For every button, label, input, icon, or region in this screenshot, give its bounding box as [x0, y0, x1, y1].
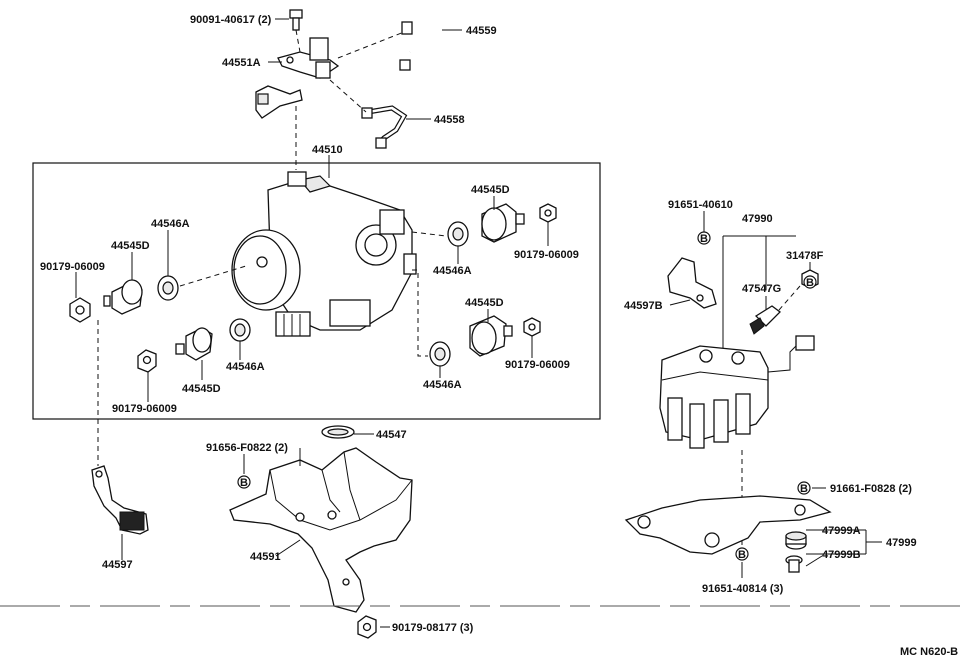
callout-44546a-left: 44546A — [151, 218, 190, 230]
callout-44545d-right-bottom: 44545D — [465, 297, 504, 309]
callout-44558: 44558 — [434, 114, 465, 126]
callout-44545d-lower: 44545D — [182, 383, 221, 395]
bracket-44597b-part — [667, 257, 717, 309]
actuator-44510-part — [231, 171, 417, 337]
valve-44545d-right-top-part — [481, 203, 525, 243]
callout-labels: 90091-40617 (2) 44559 44551A 44558 44510… — [40, 14, 917, 634]
marker-b-2: B — [237, 475, 251, 489]
callout-47990: 47990 — [742, 213, 773, 225]
valve-44545d-right-bottom-part — [469, 315, 513, 357]
callout-44510: 44510 — [312, 144, 343, 156]
callout-91661-f0828: 91661-F0828 (2) — [830, 483, 912, 495]
callout-91651-40814: 91651-40814 (3) — [702, 583, 784, 595]
bracket-44551a-part — [255, 37, 340, 119]
bracket-plate-part — [624, 495, 832, 555]
callout-44597: 44597 — [102, 559, 133, 571]
bolt-part — [289, 9, 303, 31]
marker-b-2-text: B — [240, 477, 248, 489]
nut-90179-08177-part — [357, 615, 377, 639]
marker-b-5-text: B — [806, 277, 814, 289]
callout-44546a-right-top: 44546A — [433, 265, 472, 277]
valve-assembly-47990-part — [659, 335, 815, 449]
callout-91651-40610: 91651-40610 — [668, 199, 733, 211]
pipe-44559-part — [399, 21, 442, 72]
insulator-47999a-part — [785, 531, 807, 550]
callout-44597b: 44597B — [624, 300, 663, 312]
callout-91656-f0822: 91656-F0822 (2) — [206, 442, 288, 454]
callout-47999: 47999 — [886, 537, 917, 549]
nut-90179-right-bottom-part — [523, 317, 541, 337]
callout-44547: 44547 — [376, 429, 407, 441]
collar-47999b-part — [785, 555, 803, 573]
diagram-code: MC N620-B — [900, 646, 958, 658]
callout-90179-08177: 90179-08177 (3) — [392, 622, 474, 634]
callout-90091-40617: 90091-40617 (2) — [190, 14, 272, 26]
pipe-44558-part — [361, 105, 408, 149]
callout-47999b: 47999B — [822, 549, 861, 561]
seal-44546a-lower-part — [229, 318, 251, 342]
callout-44559: 44559 — [466, 25, 497, 37]
callout-90179-right-top: 90179-06009 — [514, 249, 579, 261]
nut-90179-lower-part — [137, 349, 157, 373]
fitting-47547g-part — [749, 305, 781, 335]
callout-44591: 44591 — [250, 551, 281, 563]
nut-90179-left-part — [69, 297, 91, 323]
marker-b-1-text: B — [700, 233, 708, 245]
callout-47999a: 47999A — [822, 525, 861, 537]
callout-47547g: 47547G — [742, 283, 781, 295]
bracket-44591-part — [229, 447, 413, 613]
marker-b-3: B — [797, 481, 811, 495]
seal-44546a-left-part — [157, 275, 179, 301]
assembly-box — [32, 162, 601, 420]
callout-90179-lower: 90179-06009 — [112, 403, 177, 415]
seal-44546a-right-top-part — [447, 221, 469, 247]
callout-90179-right-bottom: 90179-06009 — [505, 359, 570, 371]
nut-90179-right-top-part — [539, 203, 557, 223]
marker-b-4: B — [735, 547, 749, 561]
marker-b-4-text: B — [738, 549, 746, 561]
callout-44546a-lower: 44546A — [226, 361, 265, 373]
valve-44545d-lower-part — [175, 327, 213, 361]
callout-31478f: 31478F — [786, 250, 824, 262]
leader-lines — [75, 18, 826, 628]
callout-44545d-right-top: 44545D — [471, 184, 510, 196]
callout-44546a-right-bottom: 44546A — [423, 379, 462, 391]
callout-44545d-left: 44545D — [111, 240, 150, 252]
callout-90179-left: 90179-06009 — [40, 261, 105, 273]
valve-44545d-left-part — [103, 279, 143, 315]
bracket-44597-part — [91, 465, 149, 535]
marker-b-3-text: B — [800, 483, 808, 495]
grommet-44547-part — [321, 425, 355, 439]
marker-b-1: B — [697, 231, 711, 245]
callout-44551a: 44551A — [222, 57, 261, 69]
marker-b-5: B — [803, 275, 817, 289]
seal-44546a-right-bottom-part — [429, 341, 451, 367]
